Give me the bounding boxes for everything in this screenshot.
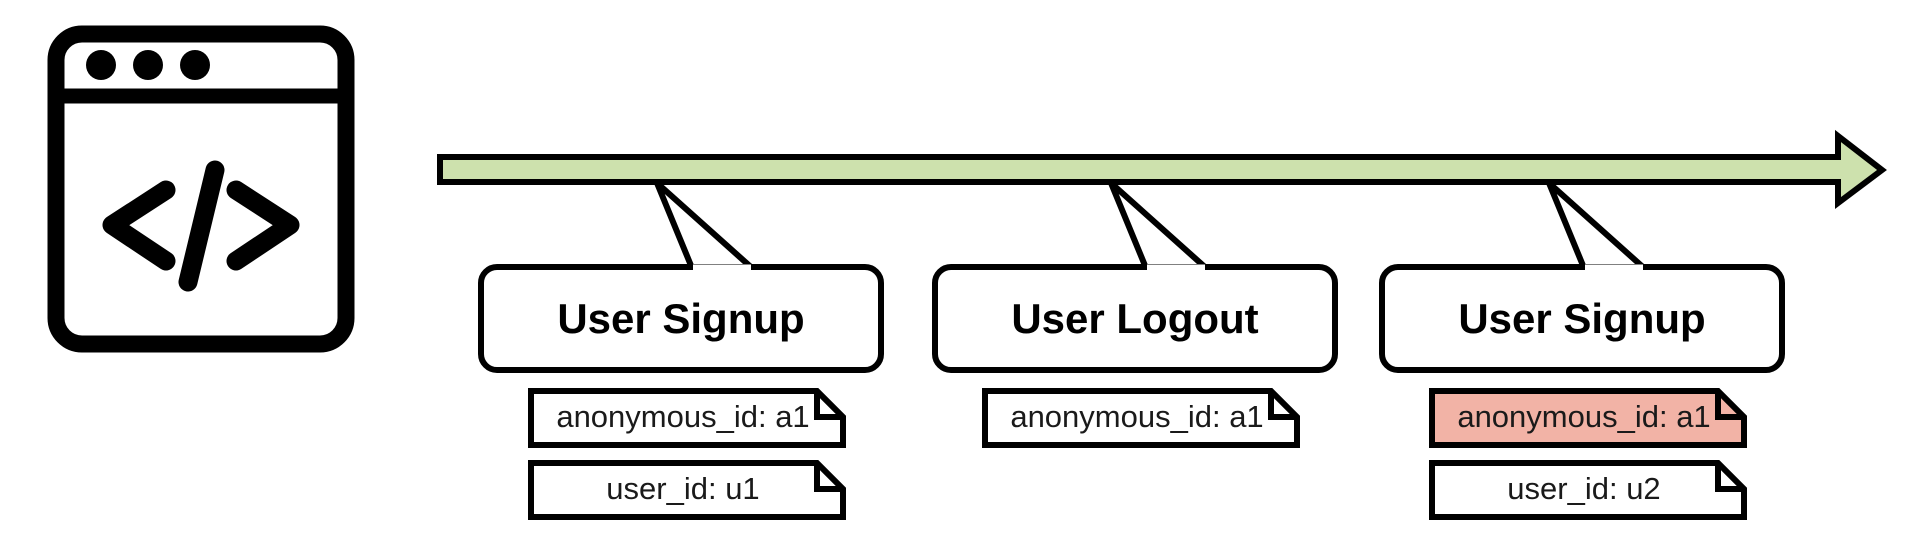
event-group-1[interactable]: User Signup anonymous_id: a1 user_id: u1 [478,180,884,520]
event-group-2[interactable]: User Logout anonymous_id: a1 [932,180,1338,448]
event-2-note-1-shape[interactable] [982,388,1300,448]
timeline-arrow [437,129,1887,209]
event-1-note-2[interactable]: user_id: u1 [528,460,846,520]
event-2-callout-tail [1108,180,1214,271]
code-angle-left-icon [102,180,176,271]
window-dot-2 [133,50,163,80]
event-2-label: User Logout [1011,295,1258,342]
event-3-note-1-label: anonymous_id: a1 [1457,399,1710,434]
event-3-callout-tail [1546,180,1652,271]
event-1-callout-tail [654,180,760,271]
code-window-icon [47,25,355,353]
event-2-note-1-fold-icon [1268,391,1297,420]
timeline-arrow-shape [437,129,1887,209]
code-slash-icon [178,160,225,292]
event-1-note-2-shape[interactable] [528,460,846,520]
event-3-label: User Signup [1458,295,1705,342]
event-3-note-2[interactable]: user_id: u2 [1429,460,1747,520]
event-1-box[interactable] [478,264,884,373]
event-1-note-1[interactable]: anonymous_id: a1 [528,388,846,448]
event-3-note-2-fold-icon [1715,463,1744,492]
window-dot-1 [86,50,116,80]
event-1-note-1-fold-icon [814,391,843,420]
event-2-note-1[interactable]: anonymous_id: a1 [982,388,1300,448]
window-dot-3 [180,50,210,80]
event-3-note-2-shape[interactable] [1429,460,1747,520]
event-3-box[interactable] [1379,264,1785,373]
event-2-note-1-label: anonymous_id: a1 [1010,399,1263,434]
event-group-3[interactable]: User Signup anonymous_id: a1 user_id: u2 [1379,180,1785,520]
event-3-note-1[interactable]: anonymous_id: a1 [1429,388,1747,448]
event-1-note-1-label: anonymous_id: a1 [556,399,809,434]
event-3-note-2-label: user_id: u2 [1507,471,1660,506]
event-1-note-2-fold-icon [814,463,843,492]
event-2-box[interactable] [932,264,1338,373]
event-3-note-1-shape[interactable] [1429,388,1747,448]
code-angle-right-icon [226,180,300,271]
event-1-note-2-label: user_id: u1 [606,471,759,506]
event-1-note-1-shape[interactable] [528,388,846,448]
event-1-label: User Signup [557,295,804,342]
event-3-note-1-fold-icon [1715,391,1744,420]
